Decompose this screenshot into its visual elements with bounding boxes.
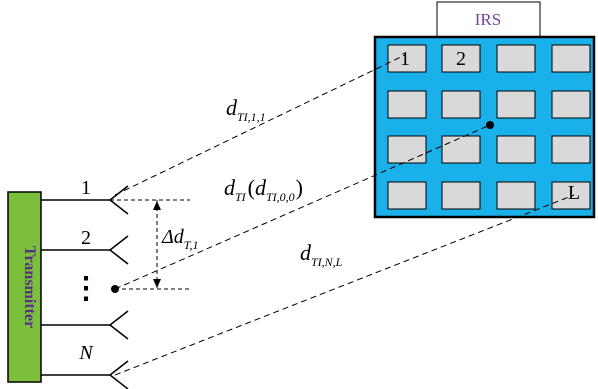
line-N-to-L <box>114 194 575 376</box>
antenna-ellipsis: ⋮ <box>71 272 101 305</box>
irs-element-r4-c3 <box>496 181 536 210</box>
irs-element-r3-c4 <box>551 135 591 164</box>
label-d-TI-1-1: dTI,1,1 <box>226 95 266 124</box>
antenna-2-icon <box>108 235 129 265</box>
label-d-TI-center: dTI(dTI,0,0) <box>224 175 303 204</box>
irs-element-r4-c1 <box>387 181 427 210</box>
transmitter-box <box>7 191 42 383</box>
delta-arrow-up-icon <box>153 201 161 210</box>
irs-element-label-1: 1 <box>400 48 410 70</box>
irs-element-r3-c2 <box>441 135 481 164</box>
distance-lines <box>114 54 575 376</box>
irs-element-r1-c2 <box>441 44 481 73</box>
transmitter-label: Transmitter <box>21 246 38 328</box>
irs-element-r3-c3 <box>496 135 536 164</box>
antenna-label-N: N <box>78 342 94 364</box>
label-d-TI-N-L: dTI,N,L <box>300 240 343 269</box>
irs-element-r4-c4 <box>551 181 591 210</box>
irs-element-r3-c1 <box>387 135 427 164</box>
irs-element-r1-c3 <box>496 44 536 73</box>
irs-element-r2-c1 <box>387 90 427 119</box>
irs-element-label-2: 2 <box>456 48 466 70</box>
irs-element-r1-c4 <box>551 44 591 73</box>
irs-element-label-L: L <box>568 182 580 204</box>
antenna-N-icon <box>108 360 129 389</box>
line-center <box>114 124 491 290</box>
irs-element-r2-c3 <box>496 90 536 119</box>
antenna-label-1: 1 <box>81 177 91 199</box>
irs-element-grid <box>387 44 591 210</box>
irs-element-r2-c4 <box>551 90 591 119</box>
irs-element-r4-c2 <box>441 181 481 210</box>
antenna-3-icon <box>108 310 129 340</box>
irs-center-dot <box>486 121 494 129</box>
antenna-feeds <box>41 199 110 376</box>
label-delta-d-T-1: ΔdT,1 <box>161 226 199 252</box>
irs-element-r2-c2 <box>441 90 481 119</box>
irs-label: IRS <box>475 10 501 29</box>
delta-arrow-down-icon <box>153 279 161 288</box>
irs-label-box <box>436 1 541 38</box>
line-1-to-1 <box>114 54 406 196</box>
irs-element-r1-c1 <box>387 44 427 73</box>
spacing-guides <box>110 199 190 290</box>
antenna-label-2: 2 <box>81 227 91 249</box>
